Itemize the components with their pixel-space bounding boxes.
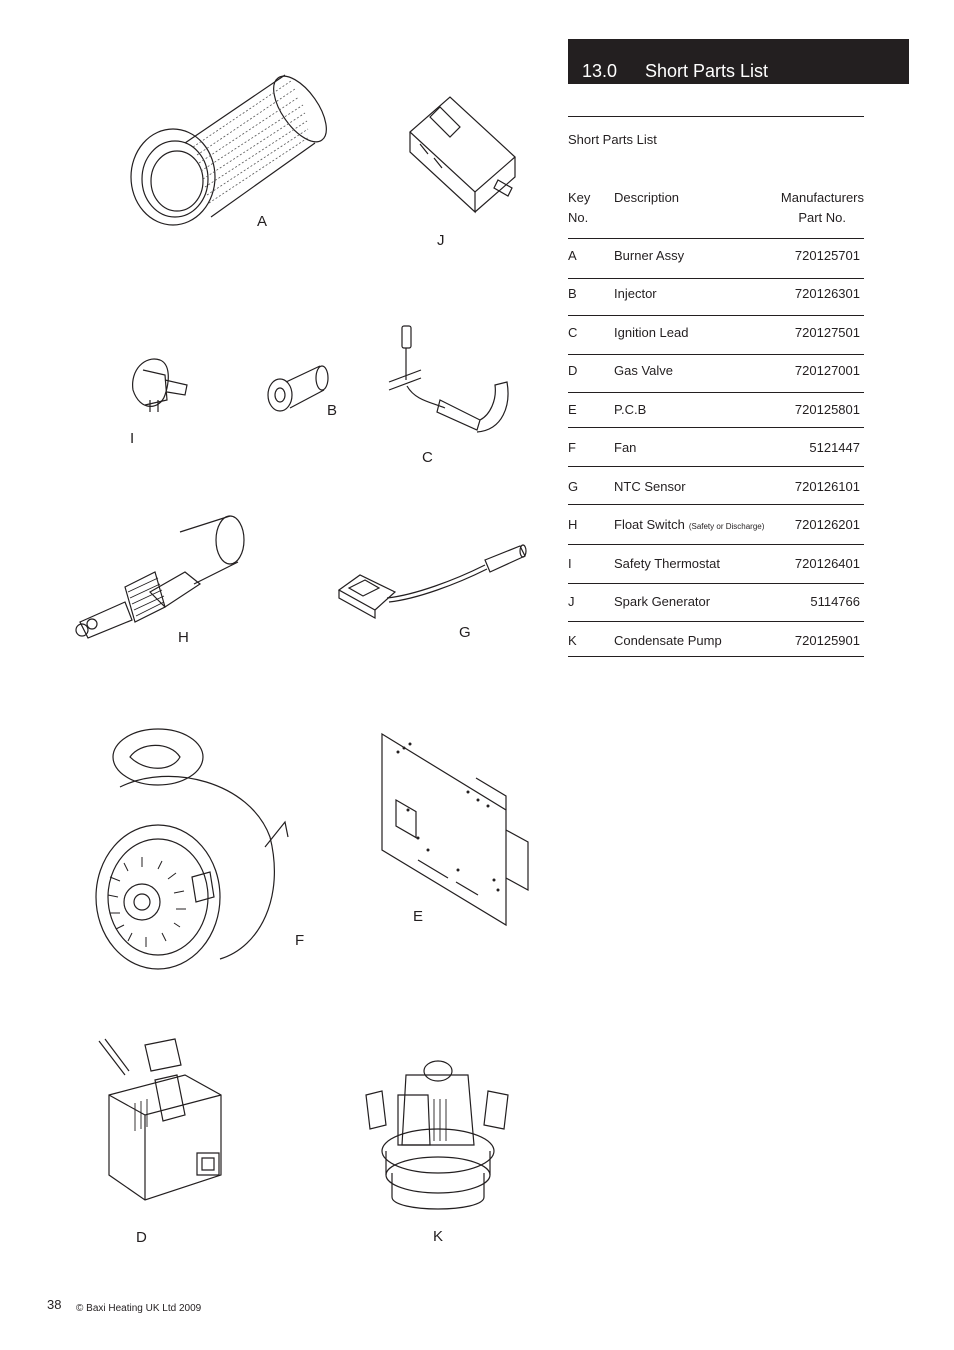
row-b-part-number: 720126301 <box>794 286 860 301</box>
row-d-description: Gas Valve <box>614 363 674 378</box>
row-j-part-number: 5114766 <box>810 594 860 609</box>
row-k-description: Condensate Pump <box>614 633 722 648</box>
fan-illustration <box>90 727 295 967</box>
row-d-key: D <box>568 363 578 378</box>
row-divider <box>568 544 864 545</box>
row-e-key: E <box>568 402 577 417</box>
row-i-description: Safety Thermostat <box>614 556 720 571</box>
row-a-description: Burner Assy <box>614 248 685 263</box>
row-divider <box>568 315 864 316</box>
section-number: 13.0 <box>582 61 618 81</box>
figure-label-c: C <box>422 449 433 466</box>
row-c-description: Ignition Lead <box>614 325 689 340</box>
row-f-key: F <box>568 440 576 455</box>
header-description: Description <box>614 190 680 205</box>
copyright-notice: © Baxi Heating UK Ltd 2009 <box>76 1303 202 1314</box>
figure-label-h: H <box>178 629 189 646</box>
figure-label-k: K <box>433 1228 444 1245</box>
row-e-part-number: 720125801 <box>794 402 860 417</box>
figure-label-a: A <box>257 213 268 230</box>
gas-valve-illustration <box>95 1035 225 1210</box>
row-h-note: (Safety or Discharge) <box>688 522 765 531</box>
spark-generator-illustration <box>400 92 530 217</box>
figure-label-j: J <box>437 232 445 249</box>
ntc-sensor-illustration <box>335 540 535 620</box>
row-e-description: P.C.B <box>614 402 647 417</box>
row-k-key: K <box>568 633 577 648</box>
row-b-key: B <box>568 286 577 301</box>
injector-illustration <box>262 360 332 415</box>
row-b-description: Injector <box>614 286 657 301</box>
row-j-key: J <box>568 594 575 609</box>
parts-list-subtitle: Short Parts List <box>568 132 657 147</box>
figure-label-i: I <box>130 430 135 447</box>
row-divider <box>568 278 864 279</box>
row-f-description: Fan <box>614 440 637 455</box>
ignition-lead-illustration <box>385 320 520 445</box>
divider-top <box>568 116 864 117</box>
row-divider <box>568 583 864 584</box>
condensate-pump-illustration <box>358 1055 518 1215</box>
row-g-description: NTC Sensor <box>614 479 686 494</box>
row-i-key: I <box>568 556 572 571</box>
row-d-part-number: 720127001 <box>794 363 860 378</box>
figure-label-d: D <box>136 1229 147 1246</box>
row-j-description: Spark Generator <box>614 594 711 609</box>
section-header: 13.0 Short Parts List <box>568 39 909 84</box>
safety-thermostat-illustration <box>125 350 195 420</box>
section-title: Short Parts List <box>645 61 769 81</box>
pcb-illustration <box>378 730 533 930</box>
figure-label-g: G <box>459 624 471 641</box>
float-switch-illustration <box>70 512 250 642</box>
row-divider <box>568 392 864 393</box>
row-h-description: Float Switch(Safety or Discharge) <box>614 517 764 532</box>
row-a-key: A <box>568 248 577 263</box>
figure-label-e: E <box>413 908 424 925</box>
row-k-part-number: 720125901 <box>794 633 860 648</box>
row-divider <box>568 504 864 505</box>
row-g-key: G <box>568 479 579 494</box>
row-h-key: H <box>568 517 578 532</box>
row-divider <box>568 354 864 355</box>
header-part-number: Manufacturers Part No. <box>780 190 864 225</box>
row-i-part-number: 720126401 <box>794 556 860 571</box>
row-divider <box>568 427 864 428</box>
row-h-description-text: Float Switch <box>614 517 685 532</box>
row-c-part-number: 720127501 <box>794 325 860 340</box>
header-divider <box>568 238 864 239</box>
row-f-part-number: 5121447 <box>809 440 860 455</box>
page-number: 38 <box>47 1297 62 1312</box>
row-a-part-number: 720125701 <box>794 248 860 263</box>
row-c-key: C <box>568 325 578 340</box>
row-divider <box>568 466 864 467</box>
figure-label-f: F <box>295 932 305 949</box>
row-g-part-number: 720126101 <box>794 479 860 494</box>
header-key: Key No. <box>568 190 591 225</box>
burner-assy-illustration <box>125 65 340 225</box>
figure-label-b: B <box>327 402 338 419</box>
row-h-part-number: 720126201 <box>794 517 860 532</box>
table-bottom-divider <box>568 656 864 657</box>
row-divider <box>568 621 864 622</box>
